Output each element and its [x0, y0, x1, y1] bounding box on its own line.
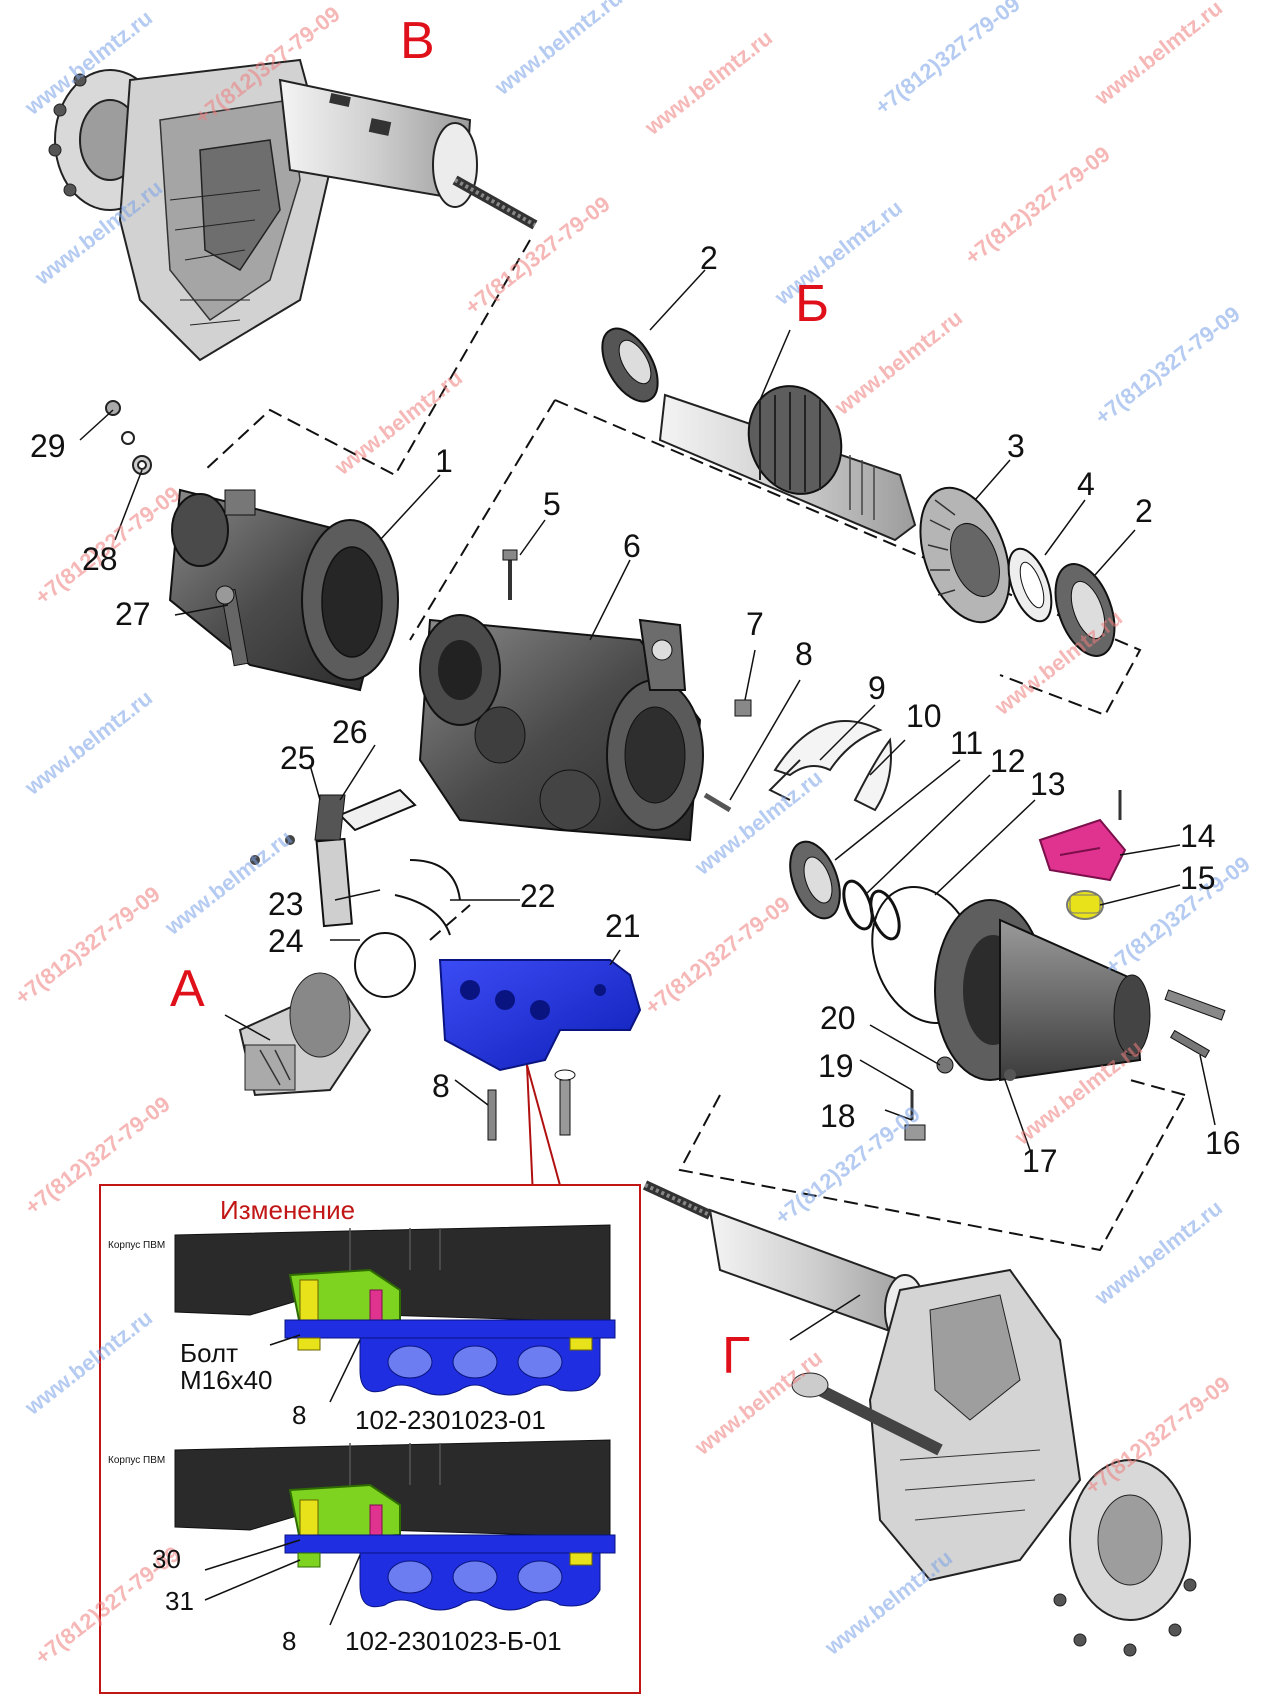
callout-14: 14 — [1180, 818, 1216, 854]
callout-4: 4 — [1077, 466, 1095, 502]
callout-2: 2 — [700, 240, 718, 276]
callout-1: 1 — [435, 443, 453, 479]
inset-top-drawing — [174, 1224, 616, 1403]
part-27-bolt — [215, 585, 249, 667]
callout-8: 8 — [432, 1068, 450, 1104]
callout-20: 20 — [820, 1000, 856, 1036]
bolt-label-line1: Болт — [180, 1338, 239, 1368]
callout-23: 23 — [268, 886, 304, 922]
callout-10: 10 — [906, 698, 942, 734]
callout-3: 3 — [1007, 428, 1025, 464]
part-13-housing — [934, 899, 1151, 1082]
callout-8: 8 — [795, 636, 813, 672]
inset-callout-31: 31 — [165, 1586, 194, 1616]
part-15-plug — [1066, 890, 1104, 920]
callout-11: 11 — [950, 725, 984, 761]
callout-22: 22 — [520, 878, 556, 914]
part-5-bolt — [502, 549, 518, 600]
bolt-label: Болт М16х40 — [180, 1338, 273, 1396]
callout-26: 26 — [332, 714, 368, 750]
part-7-nut — [734, 699, 752, 717]
parts-17-20 — [904, 1056, 1016, 1141]
callout-24: 24 — [268, 923, 304, 959]
section-label-b: Б — [795, 275, 830, 333]
part-1-housing — [168, 488, 399, 692]
washers-28-29 — [105, 400, 152, 475]
section-label-g: Г — [722, 1327, 751, 1385]
dash-lines — [204, 239, 1186, 1252]
parts-9-10-shims — [768, 720, 892, 812]
part-2-bearing-bottom — [1054, 563, 1116, 657]
callout-21: 21 — [605, 908, 641, 944]
part-21-bracket — [438, 959, 642, 1072]
callout-6: 6 — [623, 528, 641, 564]
part-14-cap — [1038, 790, 1127, 882]
assembly-v — [48, 58, 538, 362]
part-16-bolts — [1164, 989, 1226, 1059]
part-4-ring — [1007, 547, 1053, 623]
part-2-bearing-top — [601, 327, 659, 403]
part-6-main-housing — [418, 614, 704, 842]
inset-callout-8: 8 — [292, 1400, 307, 1430]
part-b-shaft — [658, 385, 917, 542]
inset-bottom-drawing — [174, 1439, 616, 1626]
callout-19: 19 — [818, 1048, 854, 1084]
assembly-a — [238, 972, 372, 1097]
part-number-bottom: 102-2301023-Б-01 — [345, 1626, 562, 1656]
inset-callout-30: 30 — [152, 1544, 181, 1574]
inset-callout-8: 8 — [282, 1626, 297, 1656]
part-11-bearing — [789, 840, 841, 920]
part-8-pin — [703, 792, 732, 813]
assembly-g — [642, 1180, 1197, 1657]
bolt-label-line2: М16х40 — [180, 1365, 273, 1396]
part-12-rings — [842, 879, 901, 941]
callout-27: 27 — [115, 596, 151, 632]
callout-18: 18 — [820, 1098, 856, 1134]
callout-5: 5 — [543, 486, 561, 522]
callout-2: 2 — [1135, 493, 1153, 529]
callout-16: 16 — [1205, 1125, 1241, 1161]
housing-label: Корпус ПВМ — [108, 1240, 166, 1251]
callout-12: 12 — [990, 743, 1026, 779]
callout-17: 17 — [1022, 1143, 1058, 1179]
callout-15: 15 — [1180, 860, 1216, 896]
callout-28: 28 — [82, 541, 118, 577]
section-label-v: В — [400, 12, 435, 70]
parts-22-26 — [250, 788, 461, 998]
callout-13: 13 — [1030, 766, 1066, 802]
housing-label: Корпус ПВМ — [108, 1455, 166, 1466]
callout-7: 7 — [746, 606, 764, 642]
callout-29: 29 — [30, 428, 66, 464]
callout-9: 9 — [868, 670, 886, 706]
part-number-top: 102-2301023-01 — [355, 1405, 546, 1435]
callout-25: 25 — [280, 740, 316, 776]
leader-lines — [79, 269, 1216, 1341]
section-label-a: А — [170, 960, 205, 1018]
part-3-gear — [919, 486, 1011, 624]
inset-title: Изменение — [220, 1195, 356, 1225]
